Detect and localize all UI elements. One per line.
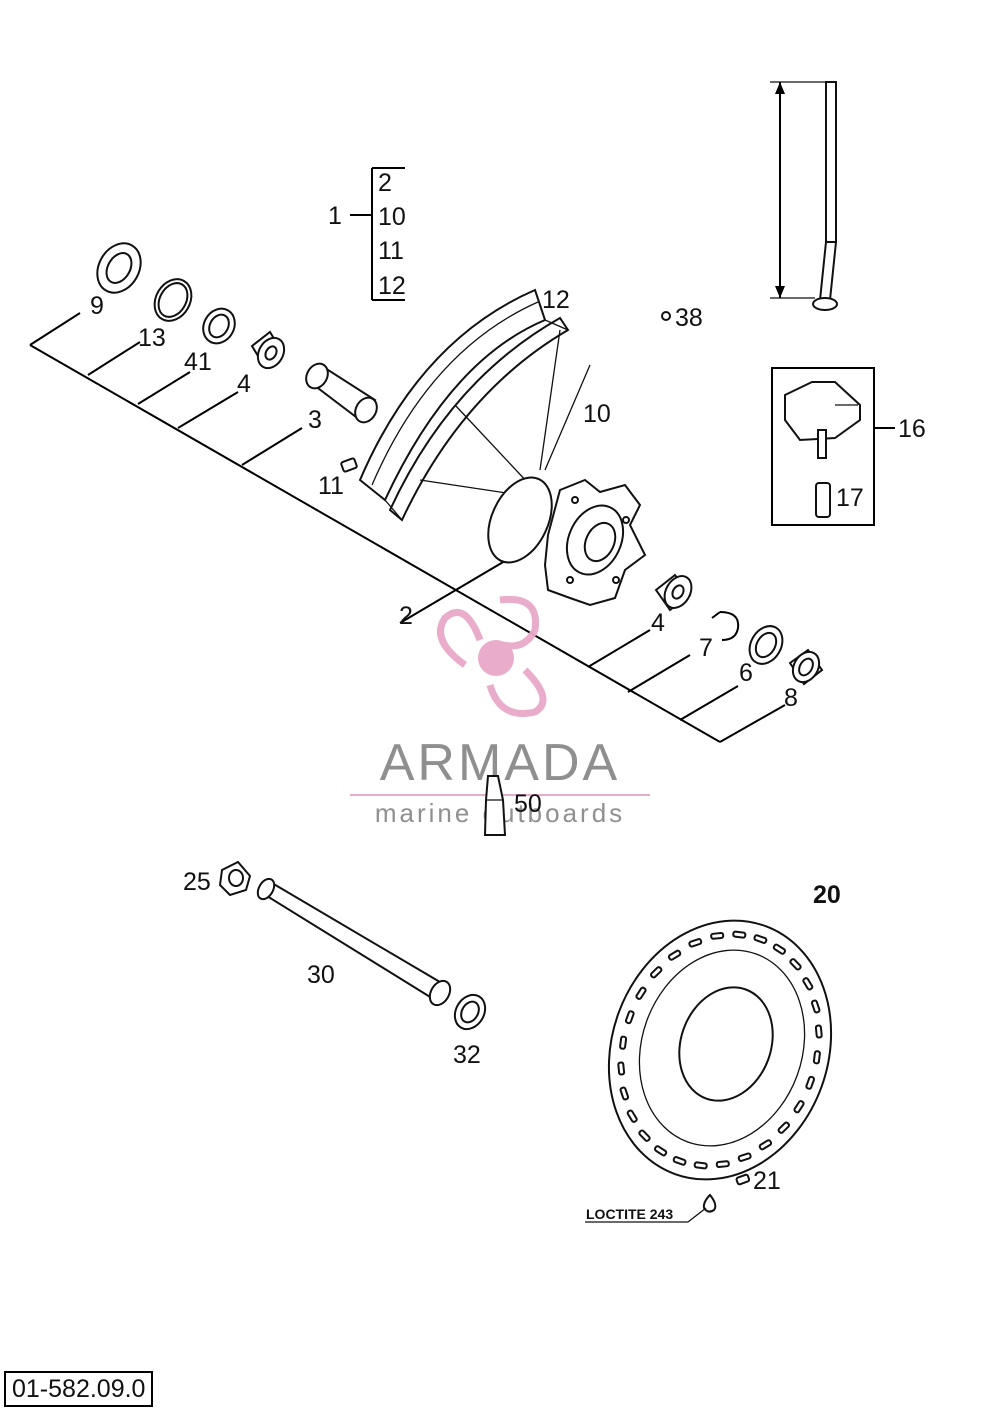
kit-bracket: 1 2 10 11 12 <box>328 167 406 301</box>
spacer-32 <box>453 993 487 1031</box>
callout-21: 21 <box>753 1167 781 1195</box>
disc-vent-slot <box>814 1024 823 1039</box>
thread-lock-tube-50 <box>483 775 507 836</box>
callout-16: 16 <box>898 415 926 443</box>
disc-vent-slot <box>688 938 703 948</box>
callout-7: 7 <box>699 634 713 662</box>
kit-item-10: 10 <box>378 203 406 231</box>
disc-vent-slot <box>626 1109 638 1123</box>
callout-13: 13 <box>138 324 166 352</box>
disc-vent-slot <box>667 949 682 961</box>
disc-vent-slot <box>672 1156 687 1166</box>
disc-vent-slot <box>789 958 802 971</box>
wheel-rim-hub-2 <box>358 288 647 607</box>
callout-20: 20 <box>813 881 841 909</box>
kit-item-12: 12 <box>378 272 406 300</box>
circlip-7 <box>711 611 740 641</box>
axle-30 <box>256 877 452 1007</box>
spacer-8 <box>788 648 824 686</box>
seal-ring-9 <box>96 242 142 294</box>
seal-ring-6 <box>748 625 784 665</box>
disc-vent-slot <box>758 1139 773 1151</box>
disc-vent-slot <box>812 1050 821 1065</box>
callout-38: 38 <box>675 304 703 332</box>
disc-vent-slot <box>715 1160 730 1168</box>
spacer-sleeve-3 <box>305 362 378 424</box>
callout-1: 1 <box>328 202 342 230</box>
lock-plate-41 <box>202 307 236 345</box>
callout-30: 30 <box>307 961 335 989</box>
disc-vent-slot <box>710 932 725 940</box>
disc-vent-slot <box>732 930 747 939</box>
disc-vent-slot <box>619 1035 628 1050</box>
callout-4-left: 4 <box>237 370 251 398</box>
callout-9: 9 <box>90 292 104 320</box>
disc-vent-slot <box>638 1129 651 1142</box>
disc-vent-slot <box>693 1161 708 1170</box>
disc-vent-slot <box>653 1145 668 1157</box>
propeller-logo-shape <box>437 595 547 717</box>
callout-6: 6 <box>739 659 753 687</box>
o-ring-13 <box>153 278 193 322</box>
left-leader-lines <box>29 312 786 743</box>
disc-vent-slot <box>793 1100 805 1114</box>
part-38-shape <box>661 311 671 321</box>
drawing-number: 01-582.09.0 <box>4 1371 154 1407</box>
axle-nut-25 <box>218 860 252 897</box>
disc-vent-slot <box>805 1075 816 1090</box>
disc-vent-slot <box>753 934 768 944</box>
spoke-nipple-11 <box>340 457 358 473</box>
kit-item-11: 11 <box>378 237 404 265</box>
disc-vent-slot <box>802 977 814 991</box>
callout-25: 25 <box>183 868 211 896</box>
brake-disc-20 <box>607 919 833 1181</box>
loctite-drop <box>585 1193 717 1223</box>
disc-vent-slot <box>624 1010 635 1025</box>
disc-vent-slot <box>737 1152 752 1162</box>
callout-50: 50 <box>514 790 542 818</box>
callout-17: 17 <box>836 484 864 512</box>
valve-cap-box <box>771 367 895 526</box>
loctite-note: LOCTITE 243 <box>586 1206 673 1222</box>
callout-4-right: 4 <box>651 609 665 637</box>
disc-vent-slot <box>777 1121 791 1134</box>
callout-2: 2 <box>399 602 413 630</box>
disc-vent-slot <box>619 1086 630 1101</box>
disc-vent-slot <box>649 966 663 979</box>
callout-3: 3 <box>308 406 322 434</box>
callout-10: 10 <box>583 400 611 428</box>
callout-12: 12 <box>542 286 570 314</box>
callout-41: 41 <box>184 348 212 376</box>
callout-8: 8 <box>784 684 798 712</box>
disc-vent-slot <box>772 943 787 955</box>
bearing-4-left <box>250 330 286 370</box>
callout-32: 32 <box>453 1041 481 1069</box>
screw-21 <box>735 1173 751 1186</box>
spoke-drawing <box>770 81 838 311</box>
disc-vent-slot <box>617 1061 626 1076</box>
disc-vent-slot <box>810 999 821 1014</box>
callout-11: 11 <box>318 472 344 500</box>
bearing-4-right <box>654 573 693 612</box>
kit-item-2: 2 <box>378 169 392 197</box>
disc-vent-slot <box>635 986 647 1000</box>
